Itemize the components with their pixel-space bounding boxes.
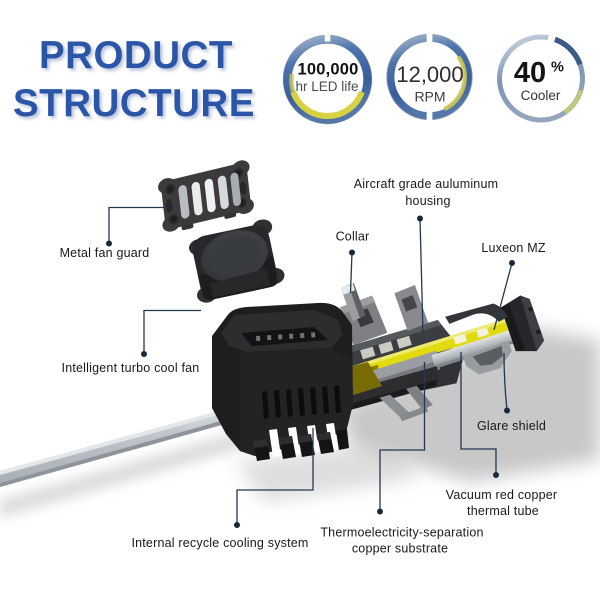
svg-text:100,000: 100,000 xyxy=(297,61,358,79)
svg-text:40: 40 xyxy=(514,57,546,89)
svg-text:Metal fan guard: Metal fan guard xyxy=(60,246,150,260)
svg-text:thermal tube: thermal tube xyxy=(467,504,539,518)
svg-text:Glare shield: Glare shield xyxy=(477,419,546,433)
svg-text:housing: housing xyxy=(405,194,450,208)
svg-text:STRUCTURE: STRUCTURE xyxy=(15,84,257,127)
svg-text:Luxeon MZ: Luxeon MZ xyxy=(481,241,545,255)
svg-text:STRUCTURE: STRUCTURE xyxy=(13,82,255,125)
svg-text:%: % xyxy=(551,60,564,76)
svg-text:Thermoelectricity-separation: Thermoelectricity-separation xyxy=(320,526,483,540)
svg-text:12,000: 12,000 xyxy=(396,62,463,87)
svg-text:Aircraft grade auluminum: Aircraft grade auluminum xyxy=(354,177,498,191)
svg-text:PRODUCT: PRODUCT xyxy=(39,34,233,77)
svg-text:copper substrate: copper substrate xyxy=(352,542,448,556)
svg-text:hr LED life: hr LED life xyxy=(295,79,358,94)
svg-text:RPM: RPM xyxy=(414,89,445,105)
svg-text:Cooler: Cooler xyxy=(521,88,561,103)
svg-text:PRODUCT: PRODUCT xyxy=(41,36,235,79)
svg-text:Intelligent turbo cool fan: Intelligent turbo cool fan xyxy=(62,361,200,375)
svg-text:Collar: Collar xyxy=(336,230,370,244)
svg-text:Internal recycle cooling syste: Internal recycle cooling system xyxy=(131,536,308,550)
svg-text:Vacuum red copper: Vacuum red copper xyxy=(446,488,558,502)
